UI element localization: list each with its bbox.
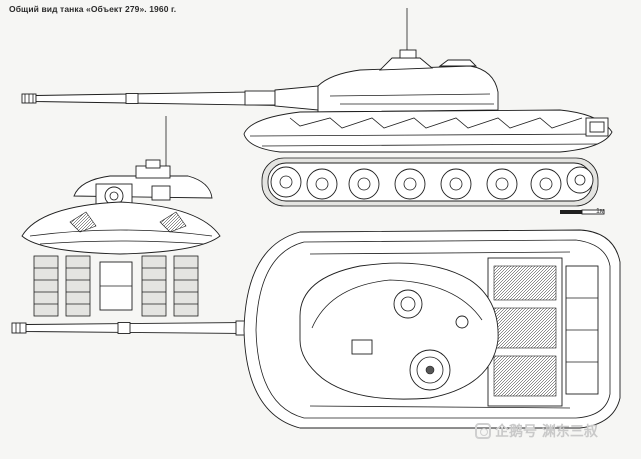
front-view [21,116,221,317]
front-view-turret [73,159,213,209]
front-view-tracks [33,255,199,317]
scale-bar-label: 1м [596,208,605,215]
top-view-engine-deck [487,257,599,407]
side-view-road-wheels [270,166,594,200]
front-view-hull [21,201,221,255]
side-view-hull [243,109,613,153]
watermark-logo-icon [475,423,491,439]
side-view [21,8,613,215]
drawing-caption: Общий вид танка «Объект 279». 1960 г. [9,4,177,14]
top-view [11,229,621,429]
watermark: 企鹅号 渊东三叔 [475,421,598,441]
top-view-turret [299,262,499,400]
scale-bar [560,209,605,215]
side-view-gun [21,85,319,111]
watermark-text: 企鹅号 渊东三叔 [495,424,598,440]
side-view-turret [317,49,499,113]
side-view-track [261,157,599,207]
